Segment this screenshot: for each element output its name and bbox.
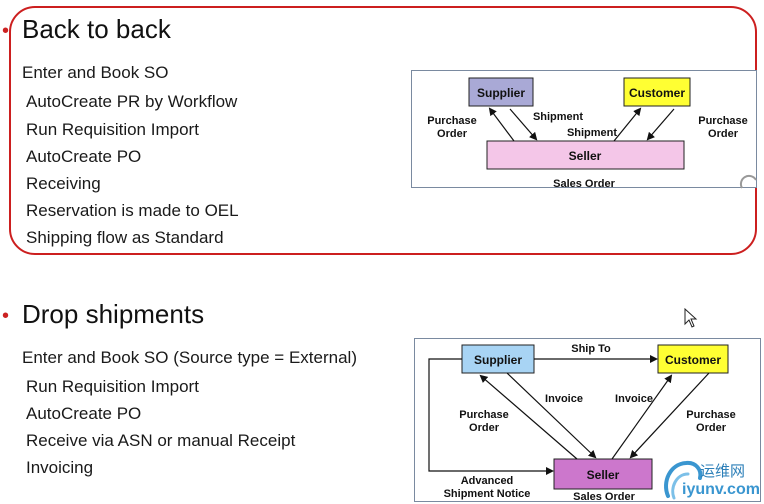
- back-to-back-diagram-svg: Supplier Customer Seller Purchase Order …: [427, 77, 748, 189]
- purchase-order-label: Order: [708, 128, 739, 140]
- step-item: AutoCreate PO: [26, 404, 142, 423]
- section-heading-back-to-back: Back to back: [22, 14, 171, 44]
- drop-shipment-diagram: Supplier Customer Seller Ship To Invoice…: [414, 338, 761, 503]
- step-item: Reservation is made to OEL: [26, 201, 239, 220]
- arrow-advanced-shipment-notice: [428, 358, 554, 475]
- invoice-label: Invoice: [615, 393, 653, 405]
- sales-order-label: Sales Order: [573, 491, 635, 503]
- step-item: Run Requisition Import: [26, 120, 199, 139]
- shipment-label: Shipment: [533, 111, 583, 123]
- invoice-label: Invoice: [545, 393, 583, 405]
- step-item: Receiving: [26, 174, 101, 193]
- supplier-box: [461, 344, 535, 374]
- arrow-invoice-to-customer: [611, 374, 673, 460]
- purchase-order-label: Order: [469, 422, 500, 434]
- arrow-shipment-to-customer: [613, 107, 642, 142]
- arrow-purchase-order-to-supplier: [488, 107, 515, 142]
- purchase-order-label: Order: [696, 422, 727, 434]
- shipment-label: Shipment: [567, 127, 617, 139]
- customer-label: Customer: [665, 353, 721, 367]
- step-item: AutoCreate PR by Workflow: [26, 92, 238, 111]
- seller-label: Seller: [569, 149, 602, 163]
- step-item: Shipping flow as Standard: [26, 228, 224, 247]
- supplier-label: Supplier: [474, 353, 522, 367]
- seller-label: Seller: [587, 468, 620, 482]
- back-to-back-diagram: Supplier Customer Seller Purchase Order …: [411, 70, 757, 189]
- step-item: Run Requisition Import: [26, 377, 199, 396]
- arrow-purchase-order-to-seller: [629, 372, 710, 459]
- arrow-purchase-order-to-supplier: [479, 374, 578, 460]
- seller-box: [553, 458, 653, 490]
- watermark-url-text: iyunv.com: [682, 481, 760, 498]
- watermark: 运维网 iyunv.com: [660, 456, 764, 504]
- customer-box: [623, 77, 691, 107]
- purchase-order-label: Purchase: [427, 115, 477, 127]
- step-item: Enter and Book SO (Source type = Externa…: [22, 348, 357, 367]
- watermark-cn-text: 运维网: [700, 462, 746, 480]
- step-item: Receive via ASN or manual Receipt: [26, 431, 296, 450]
- asn-label: Advanced: [461, 475, 514, 487]
- ship-to-label: Ship To: [571, 343, 611, 355]
- purchase-order-label: Purchase: [459, 409, 509, 421]
- purchase-order-label: Purchase: [686, 409, 736, 421]
- purchase-order-label: Purchase: [698, 115, 748, 127]
- mouse-cursor-icon: [684, 308, 698, 328]
- step-item: AutoCreate PO: [26, 147, 142, 166]
- supplier-box: [468, 77, 534, 107]
- sales-order-label: Sales Order: [553, 178, 615, 189]
- purchase-order-label: Order: [437, 128, 468, 140]
- customer-box: [657, 344, 729, 374]
- corner-arc-icon: [739, 174, 757, 189]
- arrow-invoice-to-seller: [506, 372, 597, 459]
- step-item: Enter and Book SO: [22, 63, 169, 82]
- section-bullet: •: [2, 305, 10, 327]
- asn-label: Shipment Notice: [444, 488, 531, 500]
- step-item: Invoicing: [26, 458, 94, 477]
- supplier-label: Supplier: [477, 86, 525, 100]
- section-bullet: •: [2, 20, 10, 42]
- section-heading-drop-shipments: Drop shipments: [22, 299, 205, 329]
- arrow-shipment-to-seller: [509, 108, 538, 141]
- drop-shipment-diagram-svg: Supplier Customer Seller Ship To Invoice…: [428, 343, 736, 503]
- seller-box: [486, 140, 685, 170]
- watermark-logo-icon: [664, 460, 703, 500]
- arrow-purchase-order-to-seller: [646, 108, 675, 141]
- customer-label: Customer: [629, 86, 685, 100]
